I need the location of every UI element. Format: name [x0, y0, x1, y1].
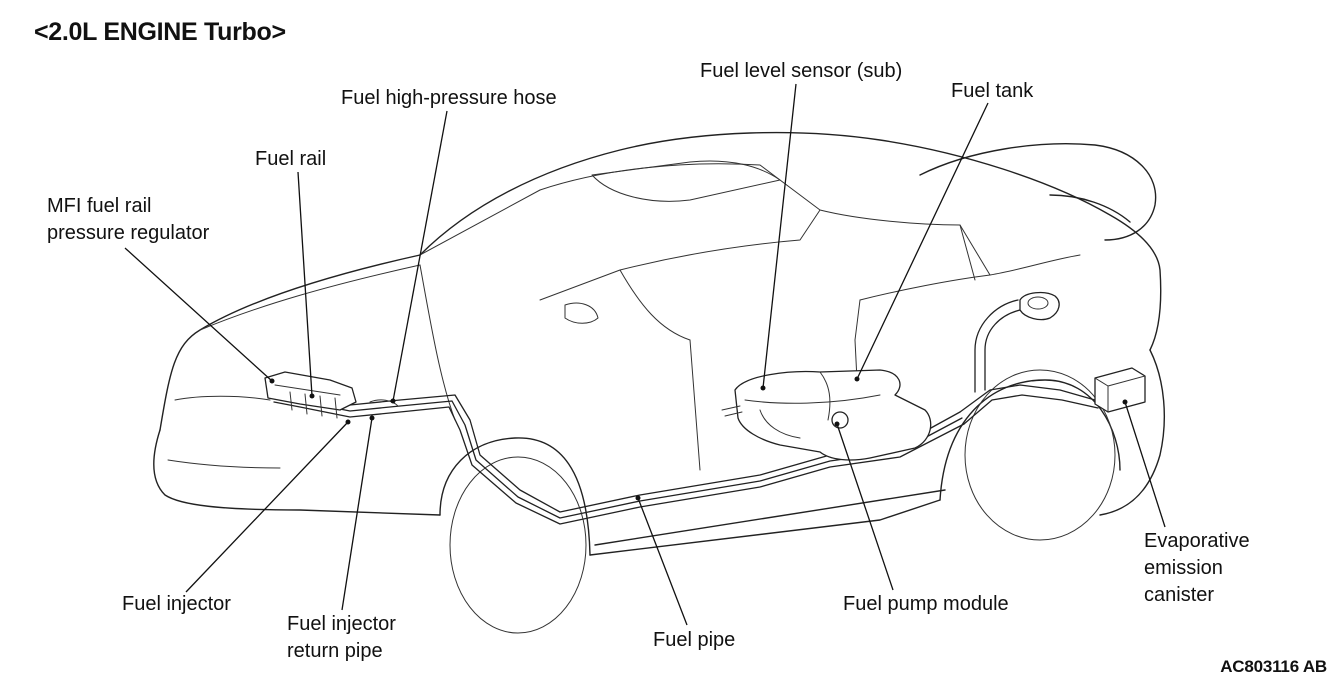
fuel-tank-shape [721, 369, 932, 461]
label-line: Evaporative [1144, 530, 1250, 552]
label-fuel-injector-return-pipe: Fuel injector return pipe [287, 611, 396, 665]
fuel-rail-assembly [264, 371, 399, 419]
label-mfi-fuel-rail-pressure-regulator: MFI fuel rail pressure regulator [47, 193, 209, 247]
label-fuel-rail: Fuel rail [255, 148, 327, 170]
label-line: canister [1144, 584, 1215, 606]
fuel-line-routing [269, 299, 1099, 525]
leader-lines [124, 83, 1166, 626]
label-evaporative-emission-canister: Evaporative emission canister [1144, 528, 1250, 609]
label-fuel-level-sensor-sub: Fuel level sensor (sub) [700, 60, 903, 82]
label-fuel-injector: Fuel injector [122, 593, 231, 615]
diagram-title: <2.0L ENGINE Turbo> [34, 18, 286, 46]
label-line: emission [1144, 557, 1223, 579]
canister-shape [1094, 367, 1146, 413]
label-fuel-pump-module: Fuel pump module [843, 593, 1009, 615]
label-line: MFI fuel rail [47, 195, 152, 217]
label-fuel-pipe: Fuel pipe [653, 629, 736, 651]
label-line: return pipe [287, 640, 383, 662]
filler-cap [1019, 291, 1060, 321]
label-line: pressure regulator [47, 222, 210, 244]
wheels [449, 369, 1116, 634]
label-fuel-high-pressure-hose: Fuel high-pressure hose [341, 87, 557, 109]
label-line: Fuel injector [287, 613, 396, 635]
label-fuel-tank: Fuel tank [951, 80, 1034, 102]
figure-code: AC803116 AB [1220, 657, 1327, 676]
